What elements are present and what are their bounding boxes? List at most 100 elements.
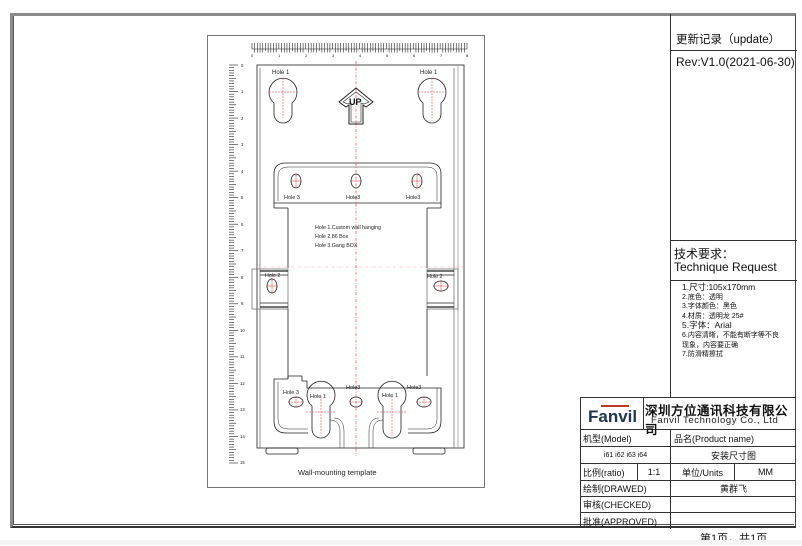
svg-text:6: 6 (413, 53, 416, 58)
hole3-upper-mid-label: Hole3 (346, 195, 360, 201)
svg-text:7: 7 (440, 53, 443, 58)
company-name-cn: 深圳方位通讯科技有限公司 (645, 404, 789, 437)
upper-bracket (273, 162, 442, 268)
svg-text:9: 9 (241, 301, 244, 306)
technique-item: 3.字体颜色：黑色 (682, 303, 737, 311)
up-label: UP (349, 97, 362, 107)
svg-text:15: 15 (240, 460, 245, 465)
technique-title-cn: 技术要求： (674, 247, 735, 261)
model-label: 机型(Model) (581, 430, 671, 446)
hole1-lower-right-label: Hole 1 (382, 393, 398, 399)
keyhole-top-right (417, 77, 447, 124)
hole3-lower-left-label: Hole 3 (283, 390, 299, 396)
logo-cell: Fanvil (581, 398, 644, 429)
technique-list-cell: 1.尺寸:105x170mm 2.底色：透明 3.字体颜色：黑色 4.材质：透明… (671, 281, 797, 397)
revision-entry: Rev:V1.0(2021-06-30) (676, 55, 795, 69)
company-name-en: Fanvil Technology Co., Ltd (651, 415, 779, 426)
drawing-frame-inner (13, 16, 794, 525)
checked-row: 审核(CHECKED) (581, 497, 796, 513)
svg-text:3: 3 (241, 142, 244, 147)
svg-text:4: 4 (359, 53, 362, 58)
units-value: MM (758, 467, 773, 477)
svg-text:6: 6 (241, 222, 244, 227)
svg-text:13: 13 (240, 407, 245, 412)
keyhole-top-left (268, 77, 298, 124)
template-caption: Wall-mounting template (298, 468, 377, 477)
checked-label: 审核(CHECKED) (581, 497, 671, 512)
model-value-row: i61 i62 i63 i64 安装尺寸图 (581, 447, 796, 464)
hole1-top-left-label: Hole 1 (272, 70, 290, 76)
technique-item: 1.尺寸:105x170mm (682, 282, 756, 292)
top-ruler-labels: 0 1 2 3 4 5 6 7 8 (251, 53, 469, 58)
left-ruler-labels: 0 1 2 3 4 5 6 7 8 9 10 11 12 13 14 15 (240, 63, 245, 465)
hole1-top-right-label: Hole 1 (420, 70, 438, 76)
svg-text:5: 5 (386, 53, 389, 58)
technique-item: 5.字体：Arial (682, 320, 732, 331)
svg-text:Fanvil: Fanvil (588, 407, 637, 424)
top-ruler (251, 43, 468, 53)
model-header-row: 机型(Model) 品名(Product name) (581, 430, 796, 447)
fanvil-logo-icon: Fanvil (588, 405, 637, 424)
hole3-upper-left-label: Hole 3 (284, 195, 300, 201)
svg-text:2: 2 (241, 116, 244, 121)
product-value: 安装尺寸图 (710, 450, 756, 461)
revision-panel: 更新记录（update） Rev:V1.0(2021-06-30) 技术要求： … (670, 14, 797, 397)
svg-text:Hole 2.86 Box: Hole 2.86 Box (315, 234, 349, 240)
footer-strip (0, 540, 802, 545)
hole2-left-label: Hole 2 (265, 273, 280, 279)
technique-item: 6.内容清晰，不能有断字等不良 (682, 331, 779, 339)
approved-value (671, 513, 796, 529)
svg-text:14: 14 (240, 434, 245, 439)
approved-row: 批准(APPROVED) (581, 513, 796, 529)
revision-entry-cell: Rev:V1.0(2021-06-30) (671, 51, 797, 241)
hole2-right-label: Hole 2 (427, 274, 442, 280)
drawn-value: 黄群飞 (719, 484, 747, 494)
wall-mount-template-sheet: 0 1 2 3 4 5 6 7 8 0 1 2 3 4 5 6 7 8 9 10… (207, 35, 485, 488)
hole3-upper-right-label: Hole3 (406, 195, 420, 201)
model-value: i61 i62 i63 i64 (581, 447, 671, 463)
hole3-lower-right-label: Hole3 (407, 385, 421, 391)
svg-text:1: 1 (241, 89, 244, 94)
technique-item: 7.防滑精擦拭 (682, 351, 723, 359)
svg-text:8: 8 (466, 53, 469, 58)
technique-list: 1.尺寸:105x170mm 2.底色：透明 3.字体颜色：黑色 4.材质：透明… (682, 282, 779, 360)
ratio-value: 1:1 (638, 464, 671, 480)
left-ruler (229, 64, 238, 464)
svg-text:12: 12 (240, 381, 245, 386)
svg-text:0: 0 (251, 53, 254, 58)
technique-item: 现象，内容要正确 (682, 341, 738, 349)
drawn-row: 绘制(DRAWED) 黄群飞 (581, 481, 796, 497)
svg-text:5: 5 (241, 195, 244, 200)
update-title: 更新记录（update） (676, 34, 781, 46)
hole3-lower-mid-label: Hole3 (346, 385, 360, 391)
svg-text:10: 10 (240, 328, 245, 333)
ratio-label: 比例(ratio) (581, 464, 638, 480)
units-label: 单位/Units (671, 464, 735, 480)
checked-value (671, 497, 796, 512)
svg-text:2: 2 (305, 53, 308, 58)
svg-text:7: 7 (241, 248, 244, 253)
centerline (257, 61, 464, 456)
svg-text:3: 3 (332, 53, 335, 58)
svg-text:4: 4 (241, 169, 244, 174)
product-label: 品名(Product name) (674, 433, 755, 444)
side-bracket-left (251, 268, 289, 310)
template-drawing: 0 1 2 3 4 5 6 7 8 0 1 2 3 4 5 6 7 8 9 10… (229, 43, 469, 477)
technique-item: 2.底色：透明 (682, 293, 723, 301)
drawing-frame-outer (10, 13, 796, 528)
technique-title-cell: 技术要求： Technique Request (671, 241, 797, 281)
svg-text:Hole 1.Custom wall hanging: Hole 1.Custom wall hanging (315, 225, 381, 231)
svg-text:11: 11 (240, 354, 245, 359)
update-title-cell: 更新记录（update） (671, 14, 797, 51)
device-outline (256, 64, 465, 449)
svg-text:8: 8 (241, 275, 244, 280)
drawn-label: 绘制(DRAWED) (581, 481, 671, 496)
up-arrow-icon (338, 87, 374, 125)
approved-label: 批准(APPROVED) (581, 513, 671, 529)
company-row: Fanvil 深圳方位通讯科技有限公司 Fanvil Technology Co… (581, 398, 796, 437)
hole-legend: Hole 1.Custom wall hanging Hole 2.86 Box… (315, 225, 381, 249)
technique-title-en: Technique Request (674, 260, 777, 274)
technique-item: 4.材质：透明龙 25# (682, 312, 744, 320)
hole1-lower-left-label: Hole 1 (310, 394, 326, 400)
svg-text:0: 0 (241, 63, 244, 68)
